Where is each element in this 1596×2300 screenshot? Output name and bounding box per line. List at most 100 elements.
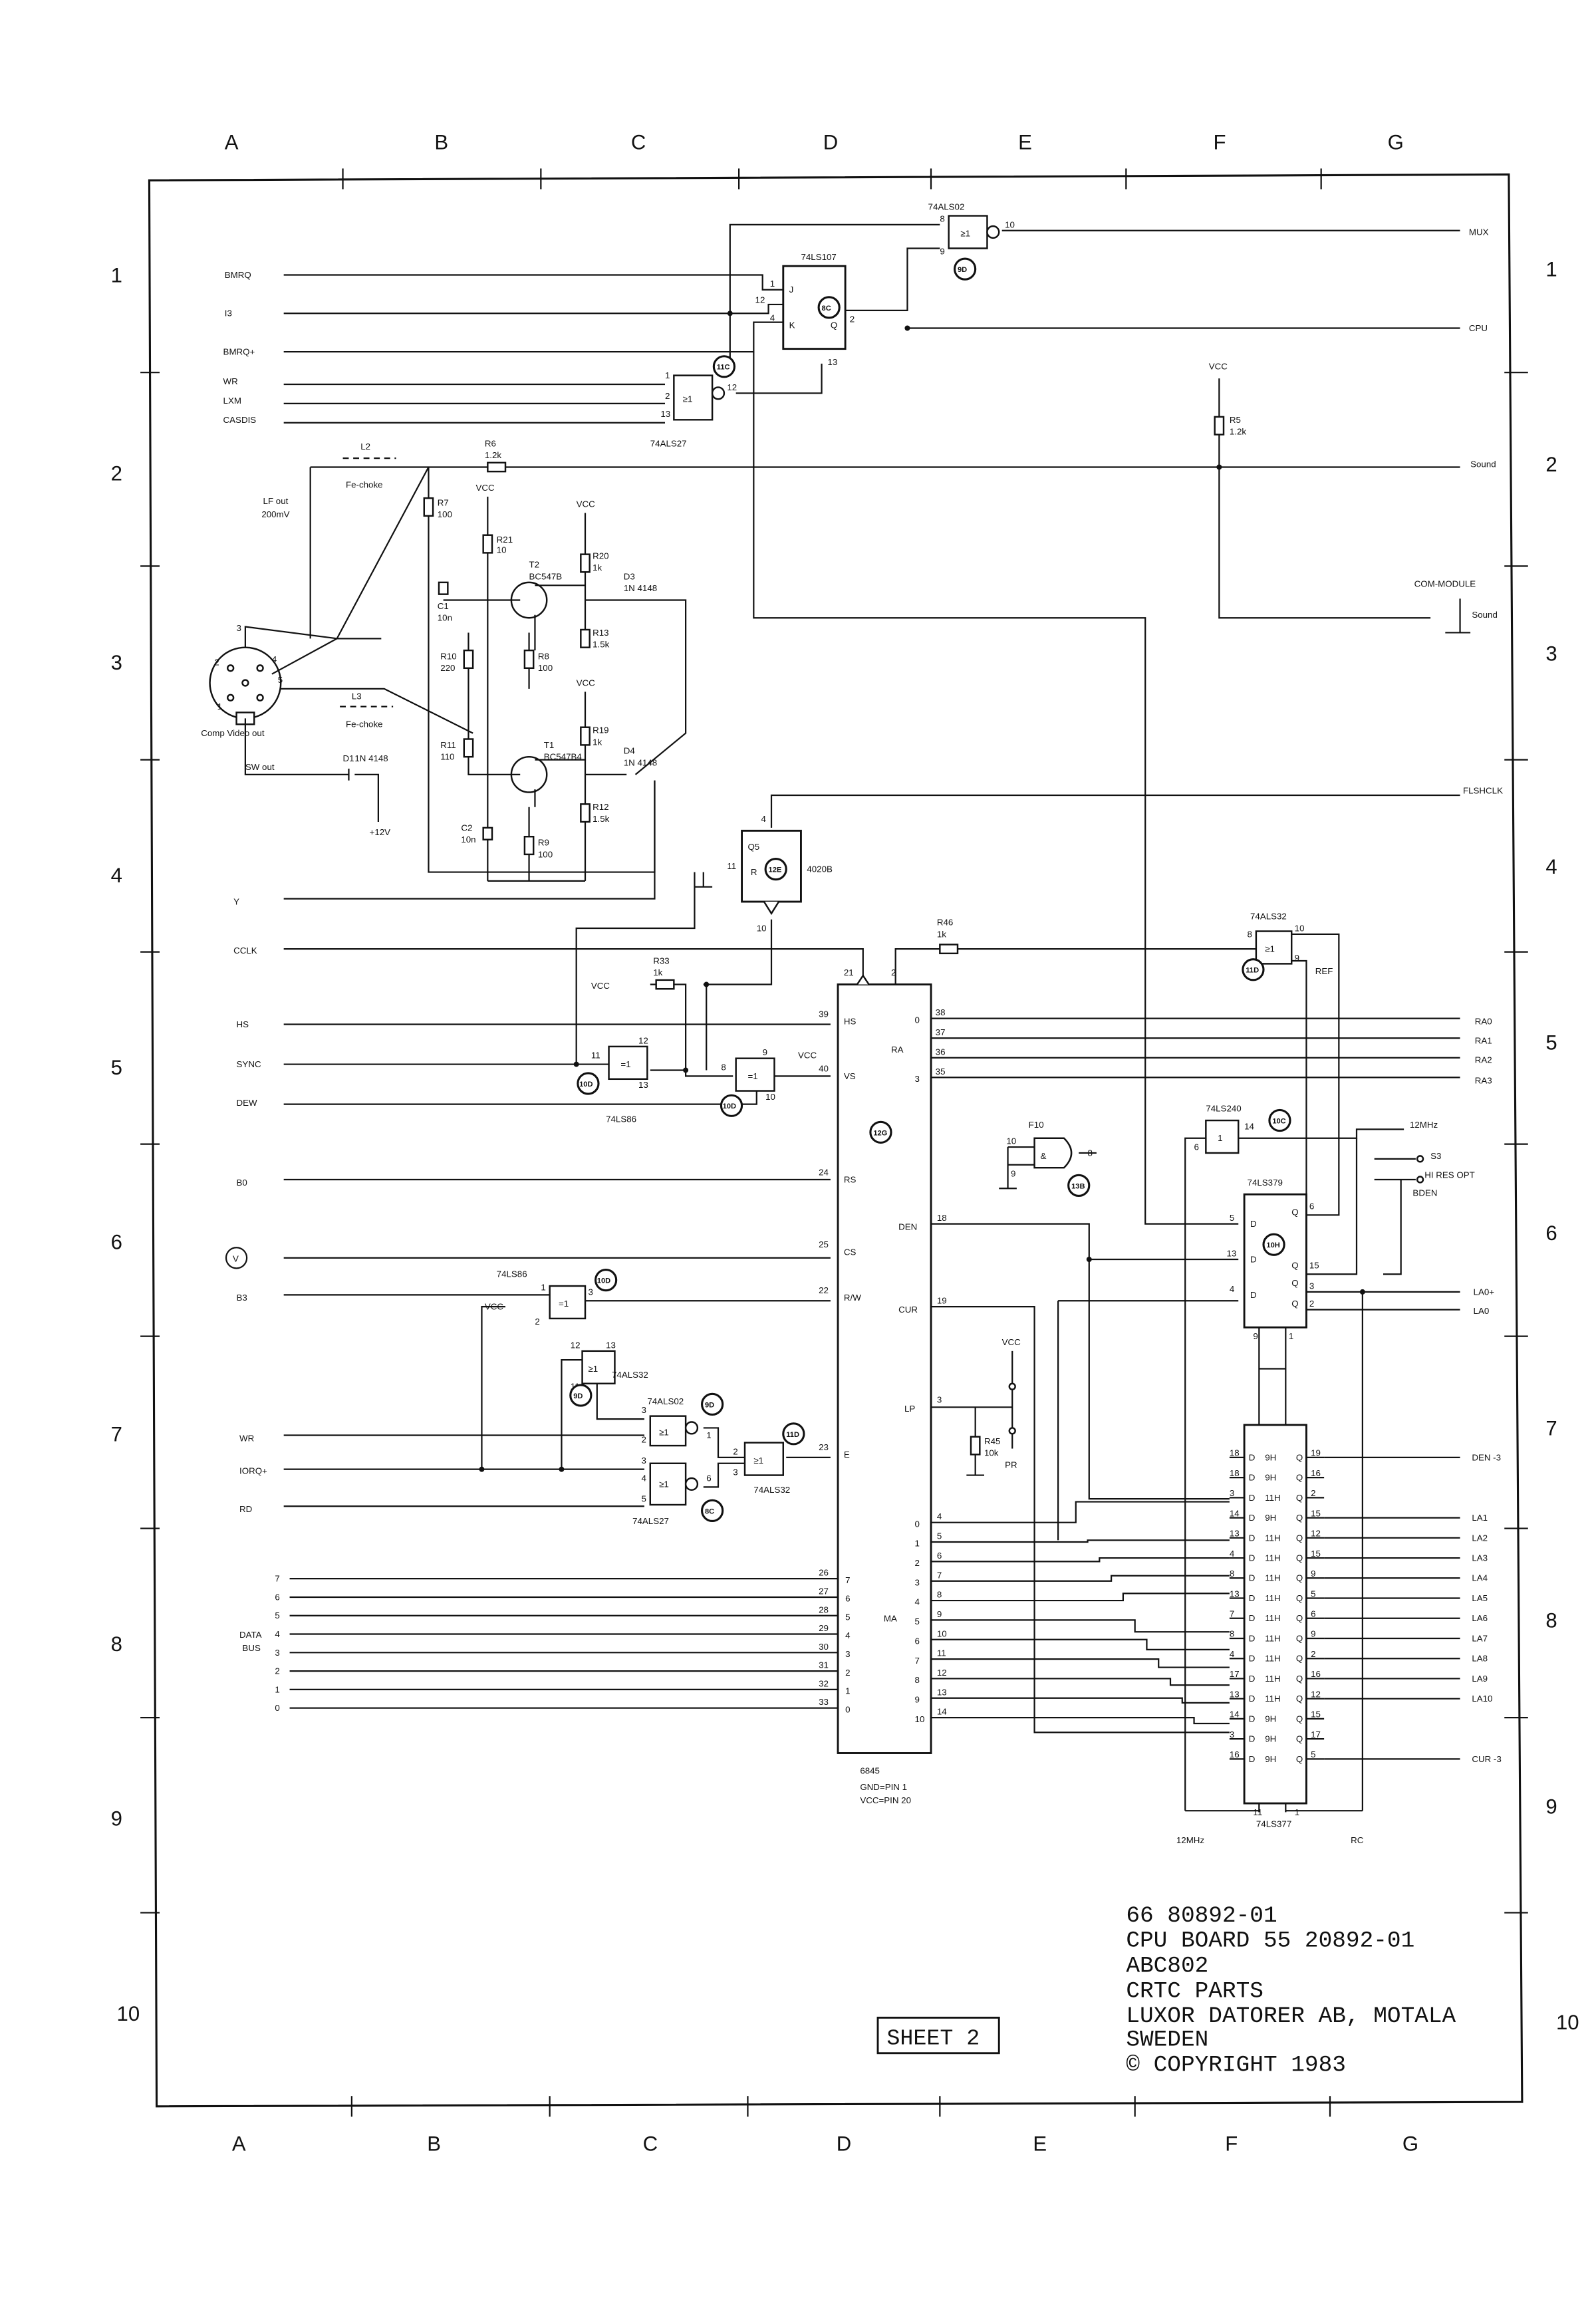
grid-col-top-g: G: [1388, 131, 1404, 154]
crtc-ma-pin-num: 6: [937, 1551, 942, 1561]
title-country: SWEDEN: [1126, 2027, 1208, 2053]
svg-text:1: 1: [706, 1430, 711, 1440]
svg-text:6: 6: [1309, 1201, 1314, 1211]
grid-col-top-f: F: [1213, 131, 1226, 154]
signal-dew: DEW: [237, 1098, 258, 1108]
crtc-ma-pin-idx: 4: [915, 1597, 920, 1607]
refdes-12e: 12E: [769, 866, 782, 874]
grid-col-bottom-e: E: [1033, 2132, 1047, 2155]
crtc-ra-pin-num: 36: [936, 1047, 946, 1057]
latch-signal: LA3: [1472, 1553, 1488, 1563]
svg-text:6: 6: [1194, 1142, 1199, 1152]
latch-out-pin: 16: [1311, 1669, 1321, 1679]
crtc-pin-name: R/W: [844, 1293, 861, 1303]
svg-text:12: 12: [727, 382, 737, 392]
latch-out-pin: 12: [1311, 1689, 1321, 1699]
crtc-pin-num: 22: [819, 1285, 829, 1295]
refdes-10d-b3: 10D: [597, 1277, 610, 1285]
label-r13-value: 1.5k: [593, 640, 610, 650]
crtc-pin-num: 40: [819, 1064, 829, 1074]
latch-in-pin: 8: [1230, 1569, 1234, 1579]
label-sw-out: SW out: [245, 762, 275, 772]
label-r6-value: 1.2k: [485, 450, 502, 460]
crtc-ma-pin-idx: 8: [915, 1675, 920, 1685]
svg-text:4: 4: [272, 654, 277, 664]
latch-tag: 11H: [1265, 1493, 1280, 1503]
latch-out-pin: 15: [1311, 1549, 1321, 1559]
svg-text:Q: Q: [1296, 1754, 1303, 1764]
crtc-ma-pin-num: 8: [937, 1590, 942, 1600]
latch-in-pin: 18: [1230, 1448, 1240, 1458]
grid-col-bottom-a: A: [232, 2132, 246, 2155]
signal-bmrq-plus: BMRQ+: [223, 347, 255, 357]
label-d1: D1: [343, 753, 354, 763]
svg-text:4: 4: [641, 1473, 646, 1483]
svg-text:D: D: [1249, 1553, 1256, 1563]
signal-sound: Sound: [1470, 459, 1496, 469]
latch-tag: 11H: [1265, 1613, 1280, 1623]
latch-tag: 9H: [1265, 1473, 1276, 1483]
svg-text:1: 1: [770, 279, 775, 289]
grid-row-right-1: 1: [1545, 258, 1557, 281]
latch-tag: 9H: [1265, 1754, 1276, 1764]
sync-gates: R33 1k VCC VCC =1 11 12 13 74LS86 10D =1…: [283, 872, 831, 1124]
label-data: DATA: [239, 1630, 262, 1640]
grid-col-bottom-b: B: [427, 2132, 441, 2155]
refdes-13b: 13B: [1071, 1182, 1085, 1190]
svg-text:Q: Q: [1296, 1734, 1303, 1744]
crtc-pin-name: CS: [844, 1247, 857, 1257]
crtc-reset-pin: 2: [891, 967, 896, 977]
crtc-ra-pin-num: 38: [936, 1007, 946, 1017]
svg-text:14: 14: [1244, 1121, 1254, 1131]
label-r12: R12: [593, 802, 608, 812]
svg-text:4: 4: [770, 313, 775, 322]
crtc-ma-pin-num: 13: [937, 1687, 947, 1697]
label-vcc-b3: VCC: [485, 1302, 504, 1312]
svg-text:9: 9: [1011, 1169, 1015, 1179]
crtc-data-pin-bit: 1: [845, 1686, 850, 1696]
latch-in-pin: 13: [1230, 1529, 1240, 1539]
label-r46: R46: [937, 918, 953, 928]
latch-in-pin: 14: [1230, 1508, 1240, 1518]
ref-and-clock-gates: ≥1 8 10 9 74ALS32 11D 1 6 14 74LS240 10C…: [999, 912, 1424, 1811]
data-bus-bit: 4: [275, 1629, 280, 1639]
label-74ls86-b3: 74LS86: [497, 1269, 527, 1279]
crtc-cur-pin: 19: [937, 1296, 947, 1306]
svg-text:12: 12: [755, 295, 765, 305]
latch-in-pin: 18: [1230, 1468, 1240, 1478]
latch-signal: CUR -3: [1472, 1754, 1501, 1764]
label-d1-type: 1N 4148: [354, 753, 388, 763]
label-r13: R13: [593, 628, 608, 638]
svg-text:D: D: [1249, 1654, 1256, 1664]
latch-signal: LA5: [1472, 1593, 1488, 1603]
grid-row-right-8: 8: [1545, 1609, 1557, 1632]
grid-col-bottom-d: D: [837, 2132, 851, 2155]
svg-text:3: 3: [588, 1287, 593, 1297]
label-6845: 6845: [860, 1766, 880, 1776]
latch-in-pin: 14: [1230, 1710, 1240, 1720]
latch-out-pin: 2: [1311, 1488, 1315, 1498]
svg-text:12: 12: [638, 1035, 648, 1045]
crtc-data-pin-bit: 3: [845, 1649, 850, 1659]
svg-text:12: 12: [571, 1340, 581, 1350]
crtc-ra-pin-num: 37: [936, 1027, 946, 1037]
svg-text:≥1: ≥1: [960, 229, 970, 239]
label-c1-value: 10n: [438, 613, 452, 623]
label-com-module: COM-MODULE: [1414, 579, 1476, 589]
label-rc-bottom: RC: [1351, 1835, 1364, 1845]
svg-text:1: 1: [1289, 1331, 1293, 1341]
svg-text:V: V: [233, 1253, 239, 1263]
sound-output: VCC R5 1.2k R6 1.2k L2 Fe-choke: [309, 362, 1471, 639]
svg-text:≥1: ≥1: [1265, 944, 1275, 954]
latch-in-pin: 16: [1230, 1749, 1240, 1759]
label-r7-value: 100: [438, 509, 452, 519]
svg-text:Q: Q: [1296, 1553, 1303, 1563]
latch-in-pin: 4: [1230, 1649, 1235, 1659]
signal-hs: HS: [237, 1019, 249, 1029]
svg-text:≥1: ≥1: [683, 394, 693, 404]
svg-text:13: 13: [660, 409, 670, 419]
crtc-ma-pin-idx: 0: [915, 1519, 920, 1529]
v-marker: V: [225, 1247, 248, 1269]
